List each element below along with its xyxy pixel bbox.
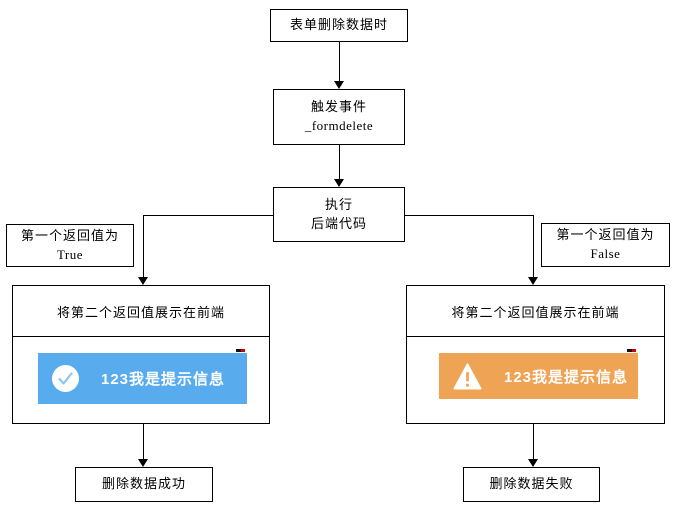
node-trigger-line1: 触发事件	[310, 99, 367, 115]
check-circle-icon	[52, 365, 79, 392]
toast-corner-mark	[627, 349, 636, 352]
node-condition-false: 第一个返回值为 False	[541, 223, 670, 267]
display-right-title: 将第二个返回值展示在前端	[407, 286, 664, 337]
warning-toast-message: 123我是提示信息	[504, 368, 629, 386]
toast-corner-mark	[236, 349, 245, 352]
node-end-fail: 删除数据失败	[463, 467, 600, 502]
arrowhead-icon	[138, 277, 148, 285]
success-toast-message: 123我是提示信息	[101, 371, 226, 388]
connector-right-end	[533, 424, 534, 459]
end-fail-label: 删除数据失败	[489, 476, 574, 492]
end-success-label: 删除数据成功	[101, 476, 186, 492]
connector-start-trigger	[339, 42, 340, 82]
node-execute-line2: 后端代码	[310, 215, 367, 231]
condition-true-line2: True	[56, 246, 84, 262]
warning-toast: 123我是提示信息	[439, 349, 638, 399]
display-left-title: 将第二个返回值展示在前端	[13, 286, 269, 337]
arrowhead-icon	[334, 81, 344, 89]
connector-branch-right-vertical	[533, 215, 534, 277]
arrowhead-icon	[528, 277, 538, 285]
node-start-label: 表单删除数据时	[289, 17, 388, 33]
node-trigger-line2: _formdelete	[304, 118, 374, 133]
node-trigger-event: 触发事件 _formdelete	[273, 89, 405, 145]
display-right-body: 123我是提示信息	[407, 337, 664, 423]
connector-branch-right-horizontal	[405, 215, 533, 216]
success-toast: 123我是提示信息	[38, 349, 247, 404]
arrowhead-icon	[138, 459, 148, 467]
connector-trigger-execute	[339, 145, 340, 179]
arrowhead-icon	[334, 179, 344, 187]
connector-branch-left-horizontal	[143, 215, 273, 216]
connector-left-end	[143, 424, 144, 459]
display-left-body: 123我是提示信息	[13, 337, 269, 423]
node-start: 表单删除数据时	[270, 9, 408, 42]
node-execute-backend: 执行 后端代码	[273, 187, 405, 242]
condition-false-line1: 第一个返回值为	[556, 227, 655, 243]
node-condition-true: 第一个返回值为 True	[6, 224, 134, 267]
connector-branch-left-vertical	[143, 215, 144, 277]
node-display-frontend-fail: 将第二个返回值展示在前端 123我是提示信息	[406, 285, 665, 424]
arrowhead-icon	[528, 459, 538, 467]
node-end-success: 删除数据成功	[75, 467, 213, 502]
warning-triangle-icon	[453, 362, 482, 390]
condition-false-line2: False	[590, 246, 621, 261]
node-execute-line1: 执行	[324, 196, 353, 212]
node-display-frontend-success: 将第二个返回值展示在前端 123我是提示信息	[12, 285, 270, 424]
condition-true-line1: 第一个返回值为	[20, 227, 119, 243]
